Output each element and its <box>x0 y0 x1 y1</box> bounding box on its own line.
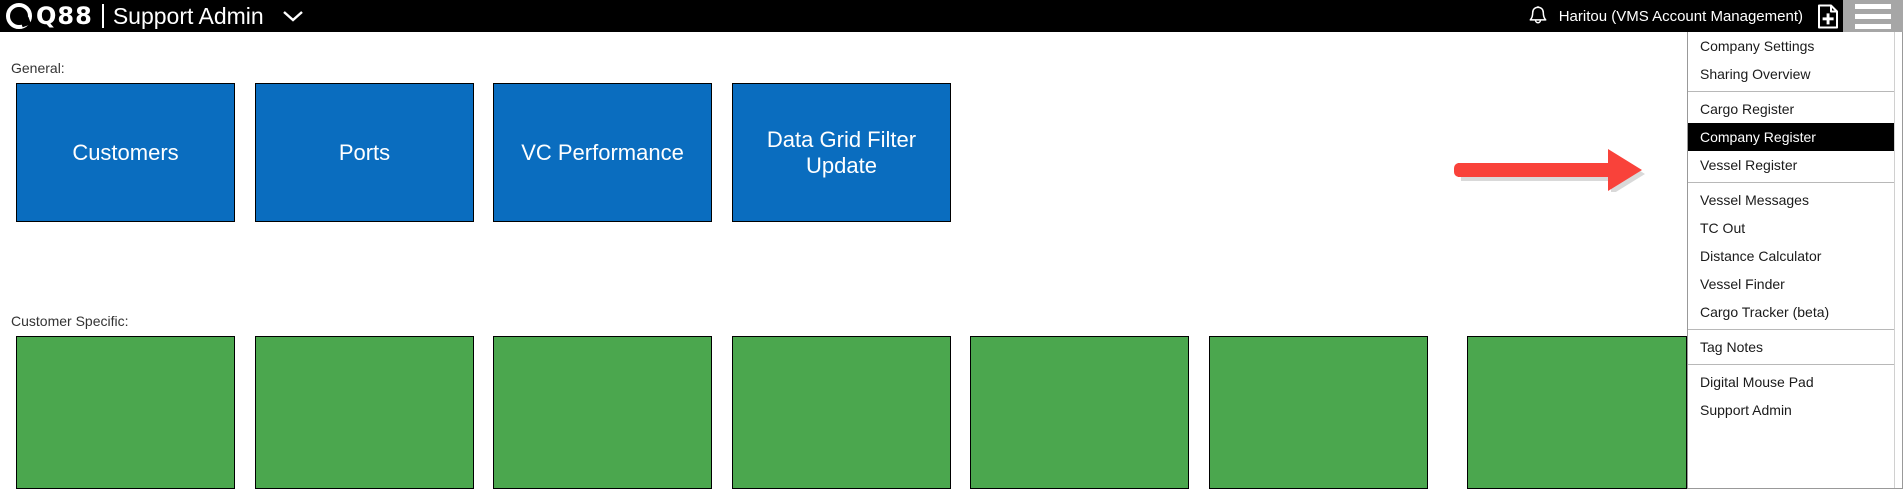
menu-item-label: Distance Calculator <box>1700 248 1822 264</box>
menu-item-label: Company Register <box>1700 129 1816 145</box>
menu-item-vessel-finder[interactable]: Vessel Finder <box>1688 270 1902 298</box>
hamburger-bar-2 <box>1855 13 1891 19</box>
menu-separator <box>1688 364 1896 365</box>
tile-item-7[interactable] <box>1467 336 1687 489</box>
tile-item-6[interactable] <box>1209 336 1428 489</box>
menu-item-label: Vessel Register <box>1700 157 1798 173</box>
menu-item-digital-mouse-pad[interactable]: Digital Mouse Pad <box>1688 368 1902 396</box>
menu-item-tc-out[interactable]: TC Out <box>1688 214 1902 242</box>
topbar-right-group: Haritou (VMS Account Management) <box>1521 0 1903 32</box>
tile-label: VC Performance <box>521 139 684 165</box>
hamburger-bar-1 <box>1855 3 1891 9</box>
menu-item-company-register[interactable]: Company Register <box>1688 123 1902 151</box>
general-section-label: General: <box>11 60 65 76</box>
q88-logo-icon <box>6 3 32 29</box>
menu-item-cargo-tracker-beta-[interactable]: Cargo Tracker (beta) <box>1688 298 1902 326</box>
new-document-icon[interactable] <box>1813 0 1843 32</box>
menu-item-label: Vessel Finder <box>1700 276 1785 292</box>
menu-item-cargo-register[interactable]: Cargo Register <box>1688 95 1902 123</box>
tile-vc-performance[interactable]: VC Performance <box>493 83 712 222</box>
hamburger-menu-button[interactable] <box>1843 0 1903 32</box>
app-title: Support Admin <box>112 2 264 29</box>
menu-item-label: Company Settings <box>1700 38 1815 54</box>
menu-separator <box>1688 91 1896 92</box>
brand-block[interactable]: Q88 Support Admin <box>0 0 304 32</box>
top-bar: Q88 Support Admin Haritou (VMS Account M… <box>0 0 1903 32</box>
brand-divider <box>101 4 104 28</box>
tile-item-3[interactable] <box>493 336 712 489</box>
menu-item-label: Cargo Tracker (beta) <box>1700 304 1830 320</box>
hamburger-bar-3 <box>1855 23 1891 29</box>
menu-item-label: Cargo Register <box>1700 101 1795 117</box>
tile-label: Ports <box>338 139 391 165</box>
menu-separator <box>1688 329 1896 330</box>
tile-customers[interactable]: Customers <box>16 83 235 222</box>
tile-label: Data Grid Filter Update <box>766 127 917 178</box>
tile-item-5[interactable] <box>970 336 1189 489</box>
menu-item-label: Digital Mouse Pad <box>1700 374 1814 390</box>
current-user-label[interactable]: Haritou (VMS Account Management) <box>1558 7 1803 25</box>
menu-item-company-settings[interactable]: Company Settings <box>1688 32 1902 60</box>
q88-wordmark: Q88 <box>36 2 93 30</box>
tile-ports[interactable]: Ports <box>255 83 474 222</box>
menu-item-tag-notes[interactable]: Tag Notes <box>1688 333 1902 361</box>
tile-item-2[interactable] <box>255 336 474 489</box>
menu-item-label: Tag Notes <box>1700 339 1764 355</box>
menu-item-distance-calculator[interactable]: Distance Calculator <box>1688 242 1902 270</box>
dropdown-scrollbar[interactable] <box>1894 32 1902 488</box>
menu-item-vessel-register[interactable]: Vessel Register <box>1688 151 1902 179</box>
menu-item-label: Vessel Messages <box>1700 192 1809 208</box>
menu-separator <box>1688 182 1896 183</box>
menu-item-label: Support Admin <box>1700 402 1792 418</box>
red-arrow-annotation <box>1452 146 1682 195</box>
customer-specific-section-label: Customer Specific: <box>11 313 129 329</box>
tile-label: Customers <box>72 139 179 165</box>
menu-item-label: TC Out <box>1700 220 1746 236</box>
menu-item-label: Sharing Overview <box>1700 66 1811 82</box>
tile-data-grid-filter-update[interactable]: Data Grid Filter Update <box>732 83 951 222</box>
menu-item-support-admin[interactable]: Support Admin <box>1688 396 1902 424</box>
tile-item-4[interactable] <box>732 336 951 489</box>
menu-item-sharing-overview[interactable]: Sharing Overview <box>1688 60 1902 88</box>
menu-item-vessel-messages[interactable]: Vessel Messages <box>1688 186 1902 214</box>
tile-item-1[interactable] <box>16 336 235 489</box>
notification-bell-icon[interactable] <box>1521 0 1555 32</box>
chevron-down-icon[interactable] <box>282 9 304 23</box>
